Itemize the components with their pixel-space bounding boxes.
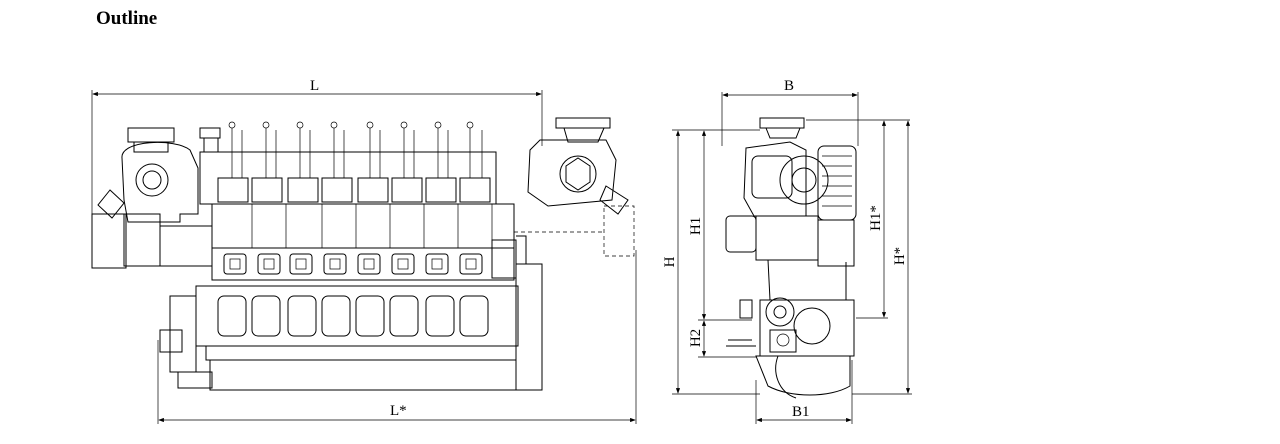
dimension-label-L: L [310, 78, 319, 94]
side-view [91, 117, 635, 391]
dimension-label-B: B [784, 78, 794, 94]
page-title: Outline [96, 8, 158, 29]
dimension-label-B1: B1 [792, 404, 810, 420]
dimension-label-H-star: H* [892, 247, 908, 265]
cylinder-heads [217, 121, 491, 203]
dimension-label-H1-star: H1* [868, 205, 884, 231]
dimension-label-L-star: L* [390, 403, 407, 419]
front-view [725, 117, 857, 399]
dimension-label-H2: H2 [688, 329, 704, 347]
dimension-lines-side [91, 90, 637, 424]
dimension-label-H1: H1 [688, 217, 704, 235]
crankcase-doors [217, 295, 489, 337]
inspection-covers [223, 253, 483, 275]
dimension-lines-front [672, 92, 912, 424]
dimension-label-H: H [662, 256, 678, 267]
